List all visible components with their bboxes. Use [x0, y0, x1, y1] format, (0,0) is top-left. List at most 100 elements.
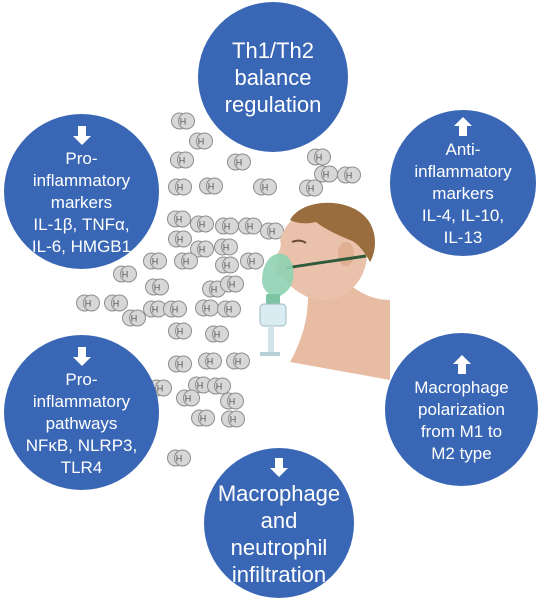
bubble-text-line: and: [260, 508, 298, 533]
hydrogen-symbol: H: [323, 170, 330, 180]
hydrogen-symbol: H: [224, 261, 231, 271]
hydrogen-molecule-icon: H: [168, 355, 192, 373]
hydrogen-symbol: H: [208, 182, 215, 192]
nebulizer-cup: [259, 303, 287, 327]
bubble-text-line: pathways: [45, 413, 118, 433]
hydrogen-molecule-icon: H: [191, 409, 215, 427]
hydrogen-symbol: H: [131, 314, 138, 324]
hydrogen-molecule-icon: H: [122, 309, 146, 327]
hydrogen-symbol: H: [199, 220, 206, 230]
hydrogen-symbol: H: [172, 305, 179, 315]
patient-with-nebulizer-mask-illustration: [259, 202, 390, 380]
hydrogen-molecule-icon: H: [171, 112, 195, 130]
mask: [262, 253, 294, 297]
up-arrow-icon: [454, 117, 472, 136]
hydrogen-symbol: H: [316, 153, 323, 163]
up-arrow-icon: [452, 354, 471, 374]
hydrogen-symbol: H: [197, 381, 204, 391]
hydrogen-symbol: H: [214, 330, 221, 340]
bubble-text-line: inflammatory: [32, 170, 131, 190]
hydrogen-symbol: H: [204, 304, 211, 314]
hydrogen-molecule-icon: H: [198, 352, 222, 370]
hydrogen-molecule-icon: H: [145, 278, 169, 296]
hydrogen-molecule-icon: H: [170, 151, 194, 169]
hydrogen-symbol: H: [269, 227, 276, 237]
hydrogen-symbol: H: [154, 283, 161, 293]
bubble-text-line: Th1/Th2: [232, 37, 314, 63]
hydrogen-symbol: H: [224, 222, 231, 232]
hydrogen-symbol: H: [249, 257, 256, 267]
bubble-text-line: Macrophage: [414, 377, 509, 397]
bubble-text-line: NFκB, NLRP3,: [25, 435, 138, 455]
hydrogen-symbol: H: [177, 183, 184, 193]
hydrogen-symbol: H: [229, 280, 236, 290]
hydrogen-molecule-icon: H: [227, 153, 251, 171]
hydrogen-symbol: H: [177, 360, 184, 370]
hydrogen-symbol: H: [230, 415, 237, 425]
bubble-text-line: IL-6, HMGB1: [31, 236, 132, 256]
hydrogen-molecule-icon: H: [217, 300, 241, 318]
hydrogen-molecule-icon: H: [76, 294, 100, 312]
hydrogen-symbol: H: [85, 299, 92, 309]
hydrogen-symbol: H: [200, 414, 207, 424]
hydrogen-molecule-icon: H: [189, 132, 213, 150]
hydrogen-symbol: H: [179, 156, 186, 166]
down-arrow-icon: [72, 125, 91, 145]
hydrogen-symbol: H: [176, 215, 183, 225]
hydrogen-symbol: H: [207, 357, 214, 367]
hydrogen-symbol: H: [113, 299, 120, 309]
hydrogen-symbol: H: [180, 117, 187, 127]
bubble-text-line: infiltration: [231, 562, 327, 587]
bubble-text-line: markers: [432, 184, 494, 203]
hydrogen-symbol: H: [177, 327, 184, 337]
hydrogen-symbol: H: [211, 285, 218, 295]
hydrogen-molecule-icon: H: [143, 252, 167, 270]
hydrogen-molecule-icon: H: [221, 410, 245, 428]
hydrogen-symbol: H: [308, 184, 315, 194]
neck-shoulder: [290, 278, 390, 380]
bubble-text-line: balance: [234, 64, 312, 90]
hydrogen-molecule-icon: H: [238, 217, 262, 235]
hydrogen-molecule-icon: H: [205, 325, 229, 343]
hydrogen-molecule-icon: H: [104, 294, 128, 312]
hydrogen-symbol: H: [183, 257, 190, 267]
hydrogen-symbol: H: [152, 305, 159, 315]
down-arrow-icon: [270, 458, 288, 477]
bubble-text-line: inflammatory: [32, 391, 131, 411]
hydrogen-molecule-icon: H: [337, 166, 361, 184]
bubble-text-line: M2 type: [431, 443, 492, 463]
bubble-text-line: regulation: [224, 91, 322, 117]
hydrogen-molecule-icon: H: [168, 322, 192, 340]
hydrogen-symbol: H: [216, 382, 223, 392]
hydrogen-symbol: H: [229, 397, 236, 407]
hydrogen-molecule-icon: H: [314, 165, 338, 183]
hydrogen-symbol: H: [199, 245, 206, 255]
hydrogen-molecule-icon: H: [307, 148, 331, 166]
bubble-text-line: Macrophage: [217, 481, 341, 506]
hydrogen-molecule-icon: H: [240, 252, 264, 270]
hydrogen-molecule-icon: H: [199, 177, 223, 195]
mask-strap: [285, 254, 367, 270]
bubble-text-line: markers: [50, 192, 113, 212]
hydrogen-molecule-icon: H: [168, 178, 192, 196]
bubble-text-line: Anti-: [445, 140, 481, 159]
hydrogen-molecule-icon: H: [215, 217, 239, 235]
bubble-text-line: Pro-: [65, 148, 98, 168]
hydrogen-molecule-icon: H: [253, 178, 277, 196]
bubble-text-line: IL-13: [443, 228, 483, 247]
hydrogen-symbol: H: [236, 158, 243, 168]
hydrogen-symbol: H: [122, 270, 129, 280]
hydrogen-symbol: H: [235, 357, 242, 367]
hydrogen-symbol: H: [223, 243, 230, 253]
